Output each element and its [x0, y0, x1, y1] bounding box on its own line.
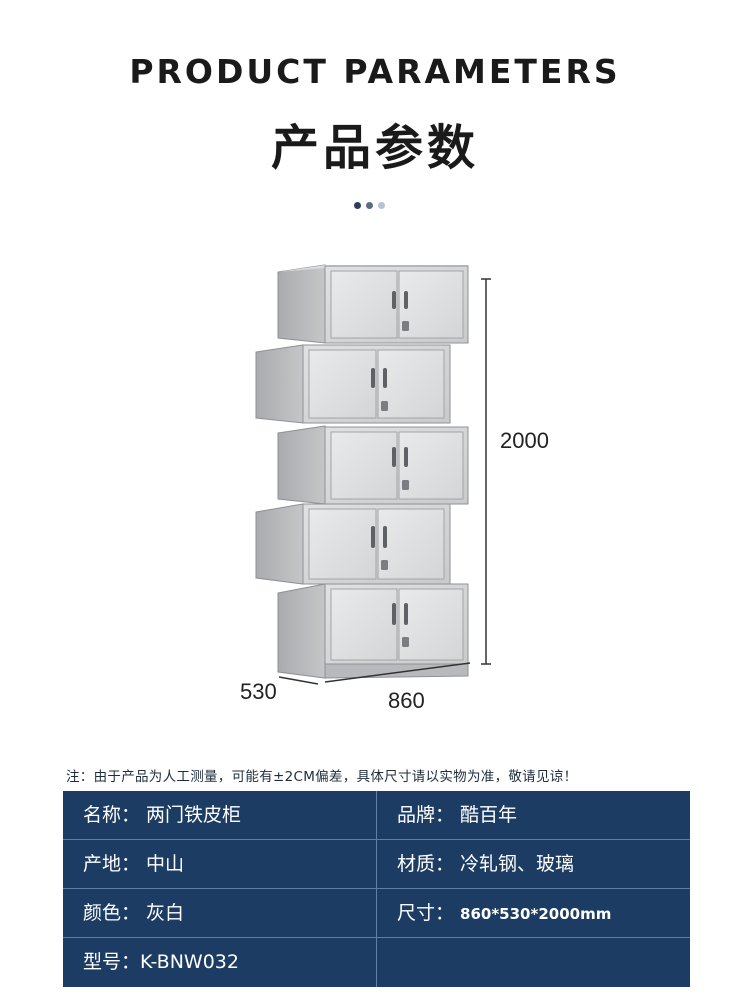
spec-value: K-BNW032	[140, 951, 239, 973]
height-dimension: 2000	[500, 428, 549, 453]
spec-size: 尺寸： 860*530*2000mm	[397, 889, 687, 937]
title-english: PRODUCT PARAMETERS	[129, 52, 621, 91]
spec-model: 型号：K-BNW032	[83, 938, 373, 986]
spec-label: 材质：	[397, 853, 455, 875]
dot-2	[366, 202, 373, 209]
spec-label: 产地：	[83, 853, 141, 875]
spec-material: 材质：冷轧钢、玻璃	[397, 840, 687, 888]
table-row: 颜色：灰白 尺寸： 860*530*2000mm	[63, 889, 690, 938]
width-dimension: 860	[388, 688, 425, 713]
spec-name: 名称：两门铁皮柜	[83, 791, 373, 839]
cabinet-tier-4	[255, 503, 451, 585]
dot-1	[354, 202, 361, 209]
table-row: 名称：两门铁皮柜 品牌：酷百年	[63, 791, 690, 840]
spec-value: 灰白	[146, 902, 185, 924]
spec-label: 颜色：	[83, 902, 141, 924]
spec-empty	[397, 938, 687, 986]
depth-dimension: 530	[240, 679, 277, 704]
cabinet-tier-2	[255, 344, 451, 424]
spec-label: 品牌：	[397, 804, 455, 826]
spec-origin: 产地：中山	[83, 840, 373, 888]
spec-label: 名称：	[83, 804, 141, 826]
title-chinese: 产品参数	[270, 120, 479, 176]
spec-table: 名称：两门铁皮柜 品牌：酷百年 产地：中山 材质：冷轧钢、玻璃 颜色：灰白 尺寸…	[63, 791, 690, 987]
table-row: 型号：K-BNW032	[63, 938, 690, 987]
table-divider	[376, 791, 377, 987]
spec-value: 两门铁皮柜	[146, 804, 242, 826]
cabinet-tier-1	[277, 264, 469, 344]
cabinet-tier-3	[277, 425, 469, 505]
spec-color: 颜色：灰白	[83, 889, 373, 937]
spec-value: 860*530*2000mm	[460, 905, 612, 923]
spec-label: 型号：	[83, 951, 141, 973]
spec-label: 尺寸：	[397, 902, 455, 924]
spec-value: 中山	[146, 853, 185, 875]
decorative-dots	[354, 202, 385, 209]
table-row: 产地：中山 材质：冷轧钢、玻璃	[63, 840, 690, 889]
dot-3	[378, 202, 385, 209]
measurement-note: 注：由于产品为人工测量，可能有±2CM偏差，具体尺寸请以实物为准，敬请见谅！	[66, 769, 578, 785]
spec-brand: 品牌：酷百年	[397, 791, 687, 839]
cabinet-tier-5	[277, 583, 469, 679]
spec-value: 酷百年	[460, 804, 518, 826]
cabinet-product-image	[255, 264, 491, 685]
spec-value: 冷轧钢、玻璃	[460, 853, 575, 875]
